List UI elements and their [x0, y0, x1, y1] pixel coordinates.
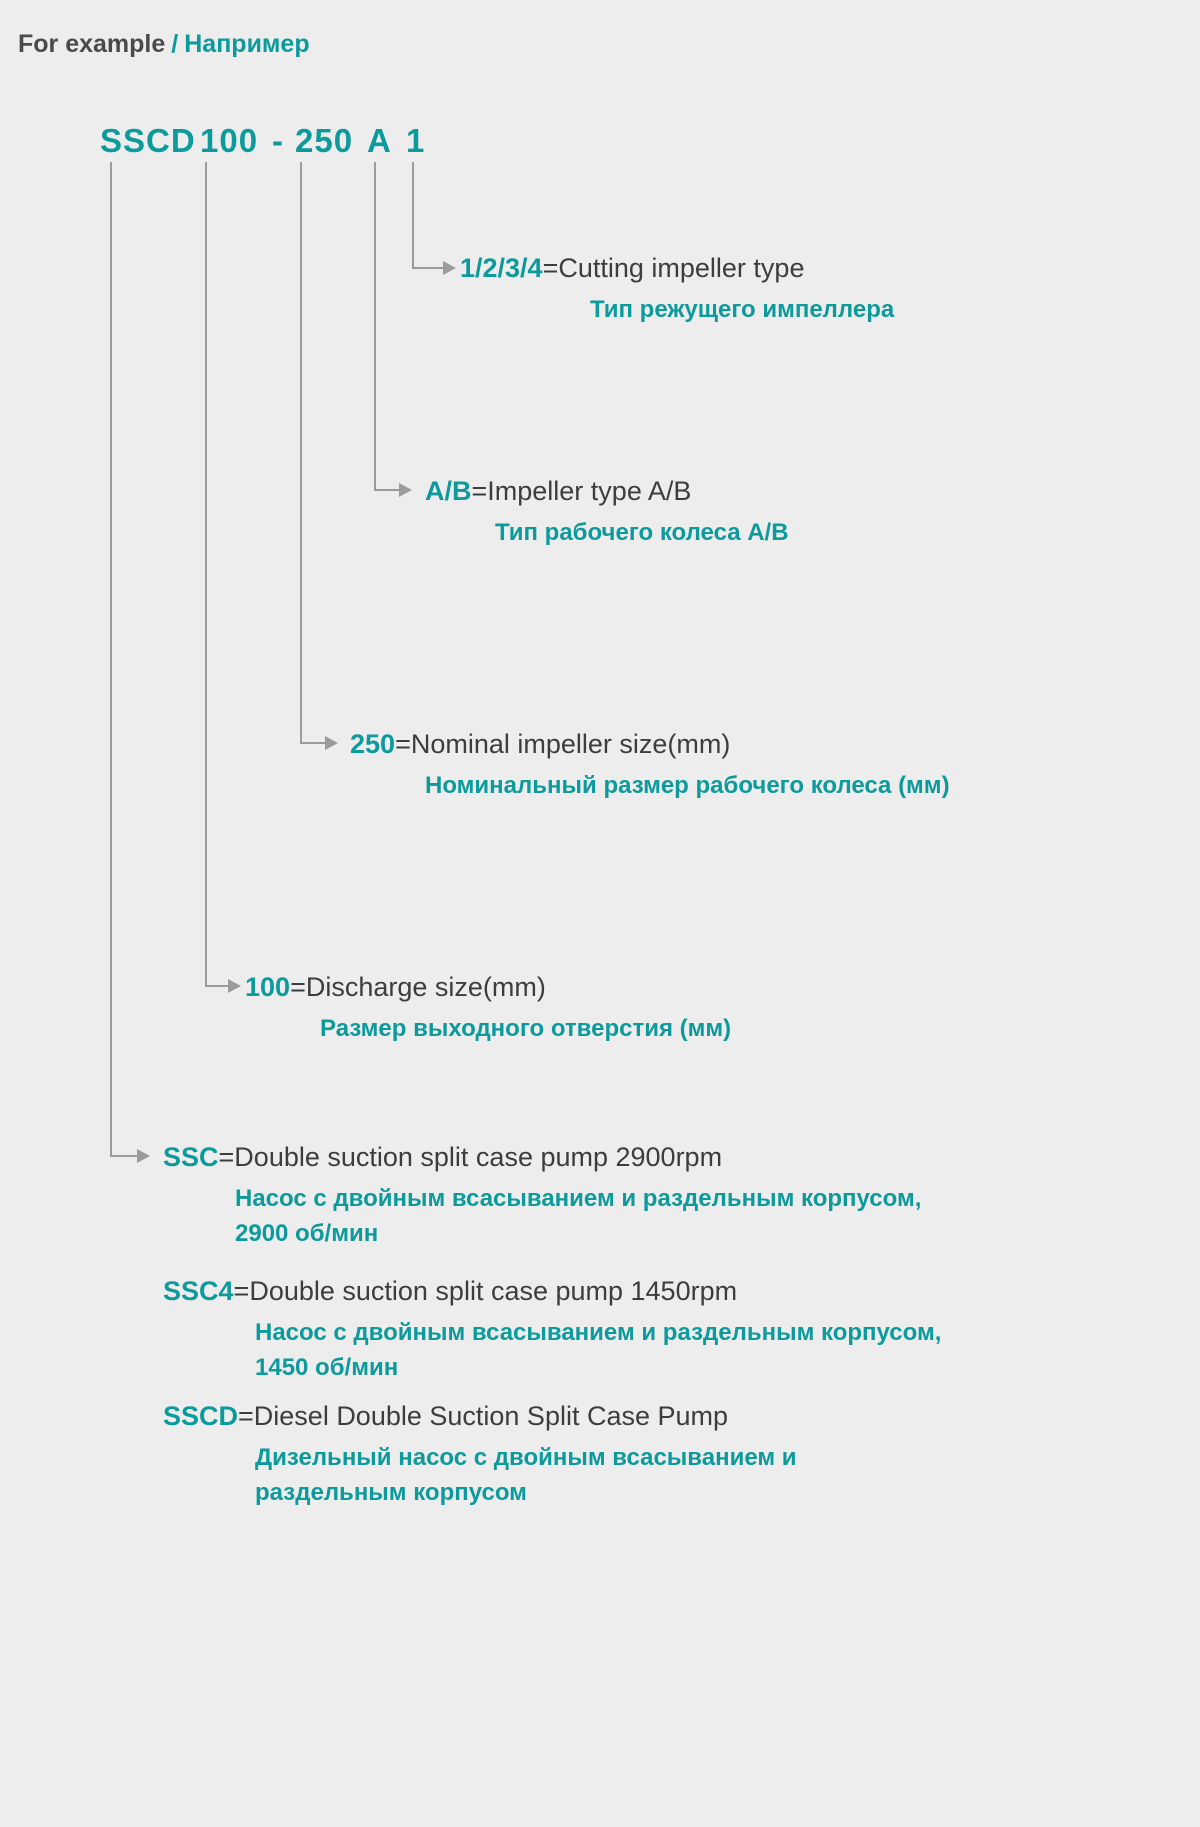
legend-entry-cutting-impeller: 1/2/3/4=Cutting impeller type Тип режуще…: [460, 253, 894, 328]
legend-code: SSC: [163, 1142, 219, 1172]
legend-entry-impeller-type: A/B=Impeller type A/B Тип рабочего колес…: [425, 476, 789, 551]
legend-code: 1/2/3/4: [460, 253, 543, 283]
arrow-right-icon: [443, 261, 456, 275]
legend-entry-english: 250=Nominal impeller size(mm): [350, 729, 950, 760]
connector-line-discharge-size: [205, 162, 207, 986]
legend-entry-ssc4: SSC4=Double suction split case pump 1450…: [163, 1276, 941, 1386]
connector-line-impeller-type: [374, 162, 376, 490]
legend-description: =Double suction split case pump 2900rpm: [218, 1142, 723, 1172]
legend-entry-discharge-size: 100=Discharge size(mm) Размер выходного …: [245, 972, 731, 1047]
legend-russian: Насос с двойным всасыванием и раздельным…: [235, 1185, 922, 1247]
legend-russian: Насос с двойным всасыванием и раздельным…: [255, 1319, 942, 1381]
model-code-segment-a: A: [367, 122, 392, 159]
legend-code: 100: [245, 972, 291, 1002]
legend-russian: Тип режущего импеллера: [590, 296, 895, 323]
connector-line-impeller-type-horizontal: [374, 489, 400, 491]
legend-description: =Cutting impeller type: [542, 253, 805, 283]
legend-code: A/B: [425, 476, 472, 506]
connector-line-pump-series-horizontal: [110, 1155, 138, 1157]
model-code-segment-dash: -: [272, 122, 284, 159]
title-english: For example: [18, 30, 166, 58]
connector-line-pump-series: [110, 162, 112, 1156]
page-title: For example/Например: [18, 30, 310, 59]
legend-russian: Размер выходного отверстия (мм): [320, 1015, 732, 1042]
legend-russian: Дизельный насос с двойным всасыванием и …: [255, 1444, 797, 1506]
legend-entry-impeller-size: 250=Nominal impeller size(mm) Номинальны…: [350, 729, 950, 804]
model-code-segment-100: 100: [200, 122, 259, 159]
arrow-right-icon: [325, 736, 338, 750]
legend-russian: Номинальный размер рабочего колеса (мм): [425, 772, 950, 799]
legend-code: SSCD: [163, 1401, 239, 1431]
model-code-segment-250: 250: [295, 122, 354, 159]
legend-entry-english: SSC4=Double suction split case pump 1450…: [163, 1276, 941, 1307]
arrow-right-icon: [137, 1149, 150, 1163]
legend-entry-sscd: SSCD=Diesel Double Suction Split Case Pu…: [163, 1401, 797, 1511]
legend-code: SSC4: [163, 1276, 234, 1306]
title-separator: /: [171, 30, 179, 58]
legend-description: =Double suction split case pump 1450rpm: [233, 1276, 738, 1306]
connector-line-cutting-impeller-horizontal: [412, 267, 444, 269]
legend-description: =Discharge size(mm): [290, 972, 546, 1002]
legend-entry-english: SSCD=Diesel Double Suction Split Case Pu…: [163, 1401, 797, 1432]
legend-description: =Impeller type A/B: [471, 476, 692, 506]
model-code-segment-sscd: SSCD: [100, 122, 196, 159]
legend-description: =Diesel Double Suction Split Case Pump: [238, 1401, 729, 1431]
connector-line-cutting-impeller: [412, 162, 414, 268]
legend-entry-english: 1/2/3/4=Cutting impeller type: [460, 253, 894, 284]
arrow-right-icon: [228, 979, 241, 993]
connector-line-impeller-size-horizontal: [300, 742, 326, 744]
legend-code: 250: [350, 729, 396, 759]
legend-russian: Тип рабочего колеса А/В: [495, 519, 789, 546]
legend-entry-english: A/B=Impeller type A/B: [425, 476, 789, 507]
connector-line-discharge-size-horizontal: [205, 985, 229, 987]
legend-entry-ssc: SSC=Double suction split case pump 2900r…: [163, 1142, 921, 1252]
connector-line-impeller-size: [300, 162, 302, 743]
arrow-right-icon: [399, 483, 412, 497]
model-code-segment-1: 1: [406, 122, 426, 159]
legend-entry-english: 100=Discharge size(mm): [245, 972, 731, 1003]
title-russian: Например: [184, 30, 310, 58]
legend-description: =Nominal impeller size(mm): [395, 729, 731, 759]
legend-entry-english: SSC=Double suction split case pump 2900r…: [163, 1142, 921, 1173]
